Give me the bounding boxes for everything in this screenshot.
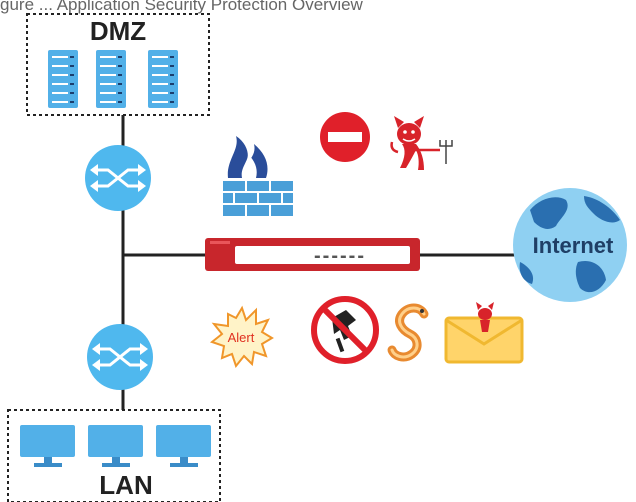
- device-panel: [235, 246, 410, 264]
- no-entry-icon: [320, 112, 370, 162]
- devil-icon: [390, 116, 453, 170]
- connection-lines: [121, 115, 515, 410]
- security-device: ------: [205, 238, 420, 271]
- server-icon: [96, 50, 126, 108]
- switch-icon: [85, 145, 151, 211]
- firewall-icon: [221, 136, 295, 218]
- alert-burst-icon: [209, 305, 274, 369]
- lan-border: [7, 409, 221, 502]
- no-hacker-icon: [311, 296, 379, 364]
- device-panel-label: ------: [314, 245, 366, 267]
- server-icon: [48, 50, 78, 108]
- switch-icon: [87, 324, 153, 390]
- caption-text: gure ... Application Security Protection…: [0, 0, 364, 14]
- dmz-zone: DMZ: [26, 13, 210, 116]
- lan-label: LAN: [99, 470, 152, 500]
- computer-icon: [20, 425, 75, 467]
- internet-label: Internet: [533, 233, 614, 258]
- dmz-label: DMZ: [90, 16, 146, 46]
- lan-zone: LAN: [7, 409, 221, 502]
- server-icon: [148, 50, 178, 108]
- infected-mail-icon: [444, 302, 524, 364]
- computer-icon: [156, 425, 211, 467]
- alert-label: Alert: [228, 330, 255, 345]
- dmz-border: [26, 13, 210, 116]
- worm-icon: [387, 303, 429, 362]
- globe-icon: [513, 188, 627, 302]
- computer-icon: [88, 425, 143, 467]
